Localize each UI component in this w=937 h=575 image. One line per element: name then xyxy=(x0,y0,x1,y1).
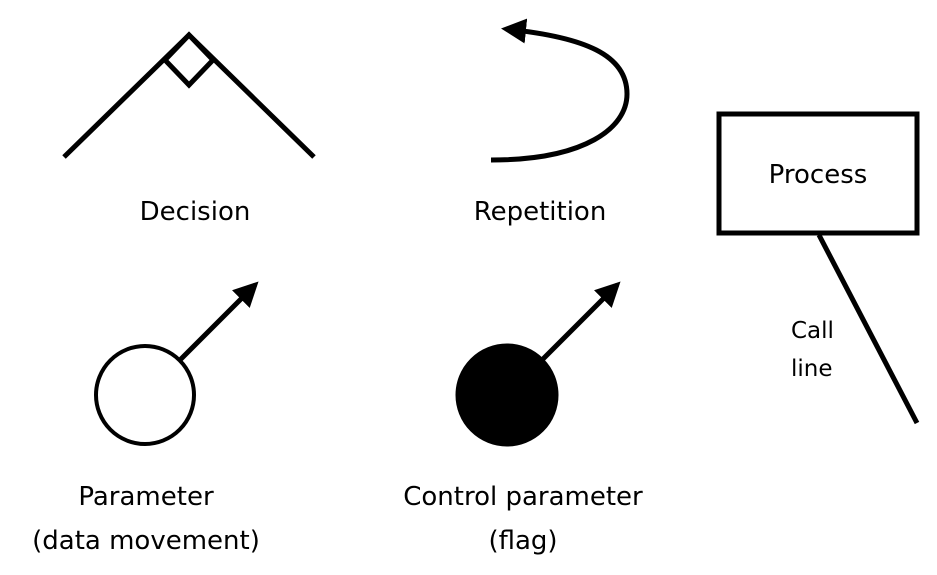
control-parameter-symbol xyxy=(455,281,621,447)
decision-diamond xyxy=(161,31,217,89)
process-symbol: Process xyxy=(716,111,920,236)
process-label: Process xyxy=(769,160,868,190)
repetition-label: Repetition xyxy=(474,197,607,227)
decision-symbol xyxy=(62,31,316,159)
call-line-label-line1: Call xyxy=(791,318,834,344)
decision-label: Decision xyxy=(140,197,251,227)
control-parameter-label-line2: (flag) xyxy=(488,526,557,556)
control-parameter-filled-circle xyxy=(455,343,559,447)
control-parameter-arrow xyxy=(540,281,621,362)
repetition-symbol xyxy=(490,18,630,163)
control-parameter-label-line1: Control parameter xyxy=(403,482,643,512)
parameter-open-circle xyxy=(94,344,196,446)
repetition-loop-arrow xyxy=(490,18,630,163)
parameter-label-line1: Parameter xyxy=(78,482,214,512)
parameter-symbol xyxy=(94,281,259,446)
process-box xyxy=(716,111,920,236)
parameter-arrow xyxy=(178,281,259,362)
call-line-label-line2: line xyxy=(791,356,833,382)
parameter-label-line2: (data movement) xyxy=(32,526,260,556)
call-line xyxy=(816,233,920,425)
